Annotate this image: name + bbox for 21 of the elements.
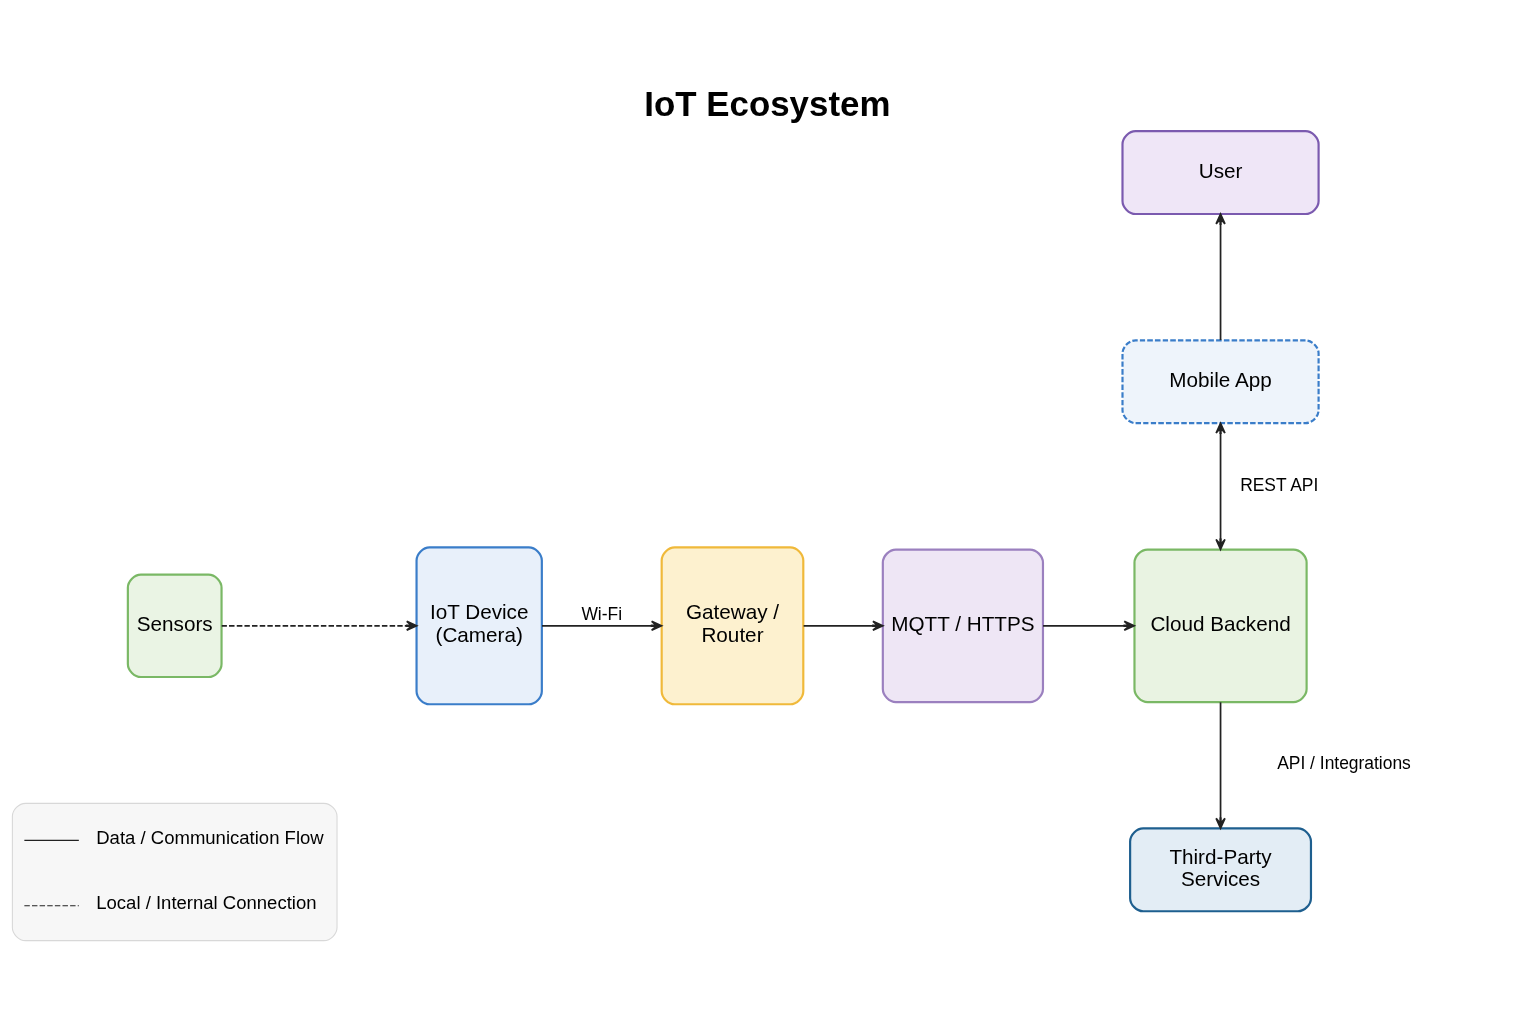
legend-label: Data / Communication Flow xyxy=(96,826,324,848)
edge-label: Wi-Fi xyxy=(581,603,623,624)
node-box: Third-Party Services xyxy=(1129,826,1313,912)
node-box: IoT Device (Camera) xyxy=(415,545,543,705)
node-box: User xyxy=(1121,129,1320,215)
arrow xyxy=(541,620,663,631)
arrow xyxy=(220,620,418,631)
legend-label: Local / Internal Connection xyxy=(96,891,317,913)
edge-label: API / Integrations xyxy=(1277,752,1411,773)
edge-label: REST API xyxy=(1240,473,1319,494)
node-box: Gateway / Router xyxy=(660,545,805,705)
arrow xyxy=(1042,620,1135,631)
node-box: MQTT / HTTPS xyxy=(881,547,1045,703)
arrow xyxy=(1215,700,1226,829)
diagram-title: IoT Ecosystem xyxy=(644,83,891,123)
node-box: Cloud Backend xyxy=(1133,547,1308,703)
node-box: Mobile App xyxy=(1121,338,1320,424)
arrow xyxy=(802,620,884,631)
arrow xyxy=(1215,212,1226,341)
node-box: Sensors xyxy=(126,573,223,678)
arrow xyxy=(1215,421,1226,550)
